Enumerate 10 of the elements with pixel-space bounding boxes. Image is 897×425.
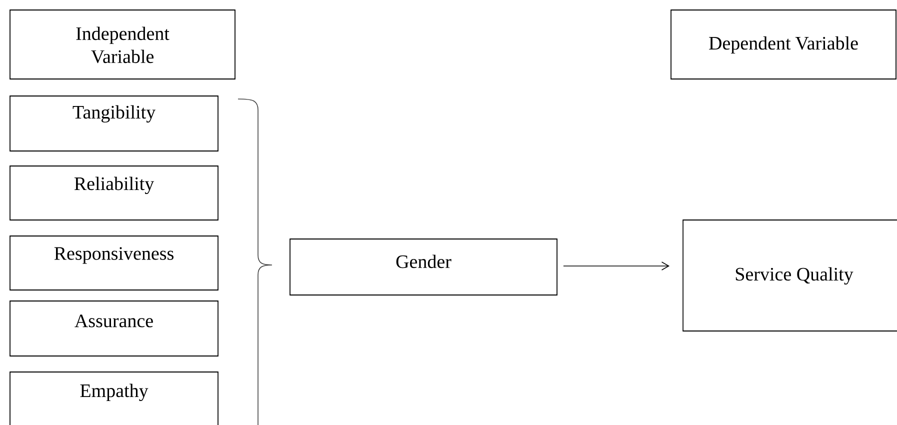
variable-box: Empathy	[10, 372, 218, 425]
variable-box: Responsiveness	[10, 236, 218, 290]
variable-box: Gender	[290, 238, 558, 296]
variable-box: Reliability	[10, 166, 218, 220]
arrow	[563, 262, 670, 270]
variable-box: Service Quality	[682, 220, 897, 332]
variable-box: Tangibility	[10, 96, 218, 152]
variable-box: Assurance	[10, 300, 218, 356]
variable-box: Dependent Variable	[670, 10, 896, 80]
variable-box: Independent Variable	[10, 10, 236, 80]
